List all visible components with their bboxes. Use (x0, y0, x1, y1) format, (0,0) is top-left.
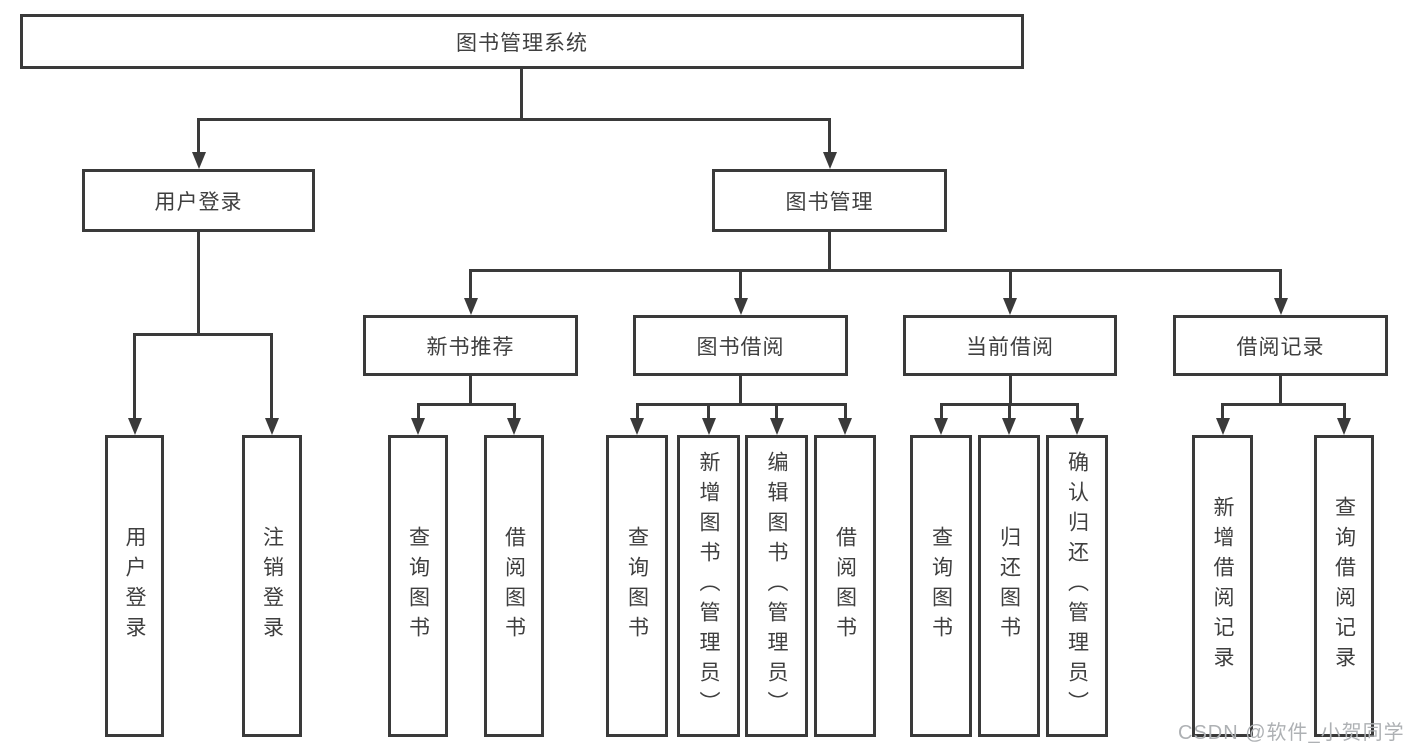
connector-arrowhead (1003, 298, 1017, 315)
connector-arrowhead (264, 418, 279, 435)
leaf-add-book-admin: 新增图书（管理员） (677, 435, 740, 737)
node-book-management: 图书管理 (712, 169, 947, 232)
leaf-search-books-recommend-label: 查询图书 (406, 526, 430, 646)
connector-vline (1221, 403, 1224, 420)
connector-arrowhead (822, 152, 837, 169)
connector-vline (739, 376, 742, 406)
connector-arrowhead (1215, 418, 1230, 435)
connector-hline (133, 333, 273, 336)
connector-arrowhead (769, 418, 784, 435)
connector-vline (416, 403, 420, 420)
leaf-edit-book-admin: 编辑图书（管理员） (745, 435, 808, 737)
leaf-borrow-books: 借阅图书 (814, 435, 876, 737)
node-new-book-recommend: 新书推荐 (363, 315, 578, 376)
connector-vline (1075, 403, 1079, 420)
node-book-borrow: 图书借阅 (633, 315, 848, 376)
leaf-confirm-return-admin: 确认归还（管理员） (1046, 435, 1108, 737)
connector-hline (635, 403, 847, 406)
connector-vline (469, 269, 472, 300)
connector-vline (1279, 269, 1282, 300)
leaf-borrow-books-label: 借阅图书 (833, 526, 857, 646)
node-current-borrow: 当前借阅 (903, 315, 1117, 376)
connector-arrowhead (701, 418, 716, 435)
connector-vline (520, 69, 523, 121)
connector-vline (197, 118, 200, 154)
leaf-logout-label: 注销登录 (260, 526, 284, 646)
leaf-confirm-return-admin-label: 确认归还（管理员） (1065, 451, 1089, 721)
connector-vline (1279, 376, 1282, 406)
connector-vline (828, 118, 831, 154)
leaf-search-borrow-record: 查询借阅记录 (1314, 435, 1374, 737)
node-user-login-label: 用户登录 (154, 190, 243, 214)
leaf-return-book: 归还图书 (978, 435, 1040, 737)
leaf-add-borrow-record-label: 新增借阅记录 (1211, 496, 1234, 676)
node-book-management-label: 图书管理 (785, 190, 874, 214)
node-new-book-recommend-label: 新书推荐 (426, 335, 515, 359)
connector-vline (1008, 269, 1012, 300)
connector-vline (197, 232, 200, 336)
connector-vline (635, 403, 639, 420)
connector-vline (1342, 403, 1346, 420)
connector-arrowhead (191, 152, 206, 169)
leaf-edit-book-admin-label: 编辑图书（管理员） (765, 451, 788, 721)
connector-vline (512, 403, 516, 420)
connector-arrowhead (127, 418, 142, 435)
node-user-login: 用户登录 (82, 169, 315, 232)
connector-vline (843, 403, 847, 420)
connector-vline (828, 232, 831, 272)
leaf-search-books-borrow: 查询图书 (606, 435, 668, 737)
leaf-borrow-books-recommend: 借阅图书 (484, 435, 544, 737)
connector-arrowhead (630, 418, 644, 435)
connector-vline (270, 333, 273, 419)
connector-vline (939, 403, 943, 420)
leaf-borrow-books-recommend-label: 借阅图书 (502, 526, 526, 646)
watermark: CSDN @软件_小贺同学 (1178, 722, 1405, 744)
connector-arrowhead (507, 418, 521, 435)
node-book-borrow-label: 图书借阅 (696, 335, 785, 359)
connector-arrowhead (1273, 298, 1288, 315)
node-system-root-label: 图书管理系统 (456, 31, 588, 55)
connector-arrowhead (1002, 418, 1016, 435)
connector-hline (197, 118, 831, 121)
leaf-add-borrow-record: 新增借阅记录 (1192, 435, 1253, 737)
leaf-search-books-recommend: 查询图书 (388, 435, 448, 737)
leaf-logout: 注销登录 (242, 435, 302, 737)
leaf-search-books-current: 查询图书 (910, 435, 972, 737)
connector-arrowhead (733, 298, 748, 315)
connector-arrowhead (1070, 418, 1084, 435)
leaf-search-books-borrow-label: 查询图书 (625, 526, 649, 646)
leaf-user-login-label: 用户登录 (123, 526, 146, 646)
connector-hline (1221, 403, 1346, 406)
leaf-return-book-label: 归还图书 (997, 526, 1021, 646)
leaf-user-login: 用户登录 (105, 435, 164, 737)
connector-vline (133, 333, 136, 419)
leaf-search-borrow-record-label: 查询借阅记录 (1332, 496, 1356, 676)
connector-arrowhead (463, 298, 478, 315)
connector-hline (469, 269, 1281, 272)
connector-hline (416, 403, 516, 406)
connector-arrowhead (411, 418, 425, 435)
connector-vline (1008, 376, 1012, 406)
connector-arrowhead (934, 418, 948, 435)
connector-vline (1007, 403, 1011, 420)
node-borrow-records: 借阅记录 (1173, 315, 1388, 376)
connector-vline (707, 403, 710, 420)
node-system-root: 图书管理系统 (20, 14, 1024, 69)
leaf-search-books-current-label: 查询图书 (929, 526, 953, 646)
connector-arrowhead (838, 418, 852, 435)
connector-vline (739, 269, 742, 300)
connector-vline (775, 403, 778, 420)
node-current-borrow-label: 当前借阅 (966, 335, 1054, 359)
leaf-add-book-admin-label: 新增图书（管理员） (697, 451, 720, 721)
connector-arrowhead (1337, 418, 1351, 435)
connector-vline (469, 376, 472, 406)
node-borrow-records-label: 借阅记录 (1236, 335, 1325, 359)
